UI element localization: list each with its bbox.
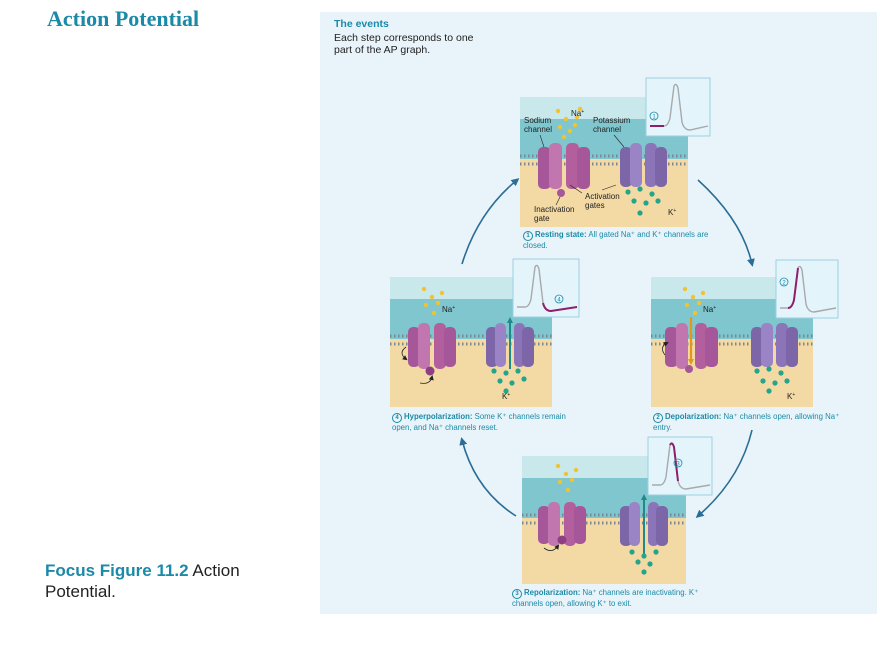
- focus-figure-label: Focus Figure 11.2: [45, 561, 189, 580]
- na-label: Na+: [571, 109, 584, 118]
- step-2-text: Na⁺ channels open, allowing Na⁺ entry.: [653, 412, 840, 432]
- events-text: Each step corresponds to one part of the…: [334, 32, 474, 56]
- step-3-number: 3: [512, 589, 522, 599]
- na-label: Na+: [703, 305, 716, 314]
- potassium-ions: [629, 549, 659, 575]
- ap-graph-2: 2: [775, 259, 839, 319]
- step-3-text: Na⁺ channels are inactivating. K⁺ channe…: [512, 588, 699, 608]
- sodium-channel: [538, 143, 590, 197]
- sodium-channel-label: Sodium: [524, 116, 551, 125]
- sodium-ions: [421, 286, 445, 316]
- sodium-ions: [555, 463, 579, 493]
- k-label: K+: [787, 392, 795, 401]
- sodium-ions: [555, 106, 583, 140]
- step-2-number: 2: [653, 413, 663, 423]
- step-1-text: All gated Na⁺ and K⁺ channels are closed…: [523, 230, 709, 250]
- ap-graph-2-number: 2: [782, 281, 786, 287]
- potassium-ions: [491, 368, 527, 394]
- step-4-title: Hyperpolarization:: [404, 412, 473, 421]
- events-heading: The events: [334, 18, 389, 30]
- step-1-title: Resting state:: [535, 230, 587, 239]
- potassium-ions: [754, 366, 790, 394]
- cycle-arrow-3-to-4: [459, 437, 517, 517]
- activation-gates-label: Activation: [585, 192, 620, 201]
- potassium-ions: [625, 186, 661, 216]
- potassium-channel-open: [620, 494, 668, 556]
- potassium-channel: [620, 143, 667, 187]
- k-label: K+: [668, 208, 676, 217]
- sodium-channel-reset: [401, 323, 456, 384]
- ap-graph-4-number: 4: [557, 298, 561, 304]
- state-4-hyperpolarization-illustration: Na+ K+: [390, 277, 552, 407]
- cycle-arrow-2-to-3: [695, 429, 753, 518]
- potassium-channel-label: Potassium: [593, 116, 631, 125]
- potassium-channel-label-line2: channel: [593, 125, 621, 134]
- ap-graph-1-number: 1: [652, 115, 656, 121]
- ap-graph-3-number: 3: [676, 462, 680, 468]
- activation-gates-label-line2: gates: [585, 201, 605, 210]
- ap-graph-1: 1: [645, 77, 711, 137]
- sodium-ions: [682, 286, 706, 316]
- inactivation-gate-label-line2: gate: [534, 214, 550, 223]
- step-2-title: Depolarization:: [665, 412, 722, 421]
- sodium-channel-inactivating: [538, 502, 586, 551]
- step-3-title: Repolarization:: [524, 588, 581, 597]
- potassium-channel: [751, 323, 798, 367]
- sodium-channel-label-line2: channel: [524, 125, 552, 134]
- potassium-channel-open: [486, 317, 534, 369]
- page-title: Action Potential: [47, 6, 200, 31]
- cycle-arrow-4-to-1: [461, 178, 520, 265]
- na-label: Na+: [442, 305, 455, 314]
- inactivation-gate-label: Inactivation: [534, 205, 574, 214]
- k-label: K+: [502, 392, 510, 401]
- sodium-channel-open: [665, 317, 718, 373]
- cycle-arrow-1-to-2: [697, 179, 755, 267]
- step-1-number: 1: [523, 231, 533, 241]
- step-4-text: Some K⁺ channels remain open, and Na⁺ ch…: [392, 412, 566, 432]
- ap-graph-3: 3: [647, 436, 713, 496]
- ap-graph-4: 4: [512, 258, 580, 318]
- step-4-number: 4: [392, 413, 402, 423]
- focus-figure-text: Action Potential.: [45, 561, 240, 601]
- focus-figure-caption: Focus Figure 11.2 Action Potential.: [45, 560, 295, 602]
